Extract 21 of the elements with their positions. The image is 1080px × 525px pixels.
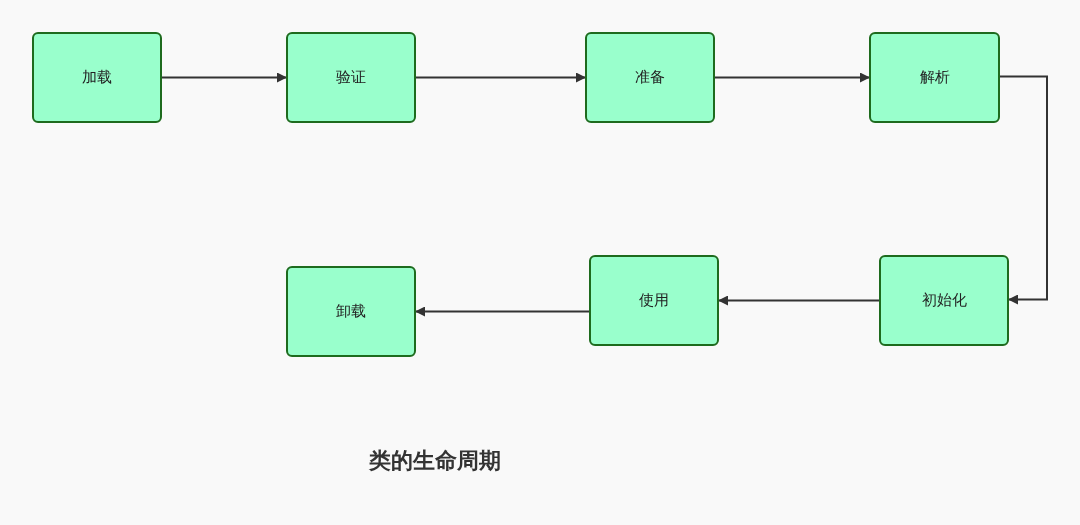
arrow bbox=[999, 75, 1048, 305]
arrow bbox=[415, 72, 586, 83]
process-box bbox=[32, 32, 162, 123]
process-box bbox=[286, 32, 416, 123]
process-box bbox=[585, 32, 715, 123]
process-box bbox=[869, 32, 1000, 123]
process-box bbox=[286, 266, 416, 357]
arrow bbox=[714, 72, 870, 83]
step-label: 解析 bbox=[919, 68, 950, 87]
arrow bbox=[718, 295, 880, 306]
process-box bbox=[589, 255, 719, 346]
step-label: 使用 bbox=[639, 291, 669, 310]
arrow bbox=[161, 72, 287, 83]
step-label: 加载 bbox=[82, 68, 112, 87]
step-label: 卸载 bbox=[336, 302, 366, 321]
step-label: 准备 bbox=[635, 68, 665, 87]
step-label: 验证 bbox=[336, 68, 366, 87]
process-box bbox=[879, 255, 1009, 346]
arrow bbox=[415, 306, 590, 317]
diagram-caption: 类的生命周期 bbox=[368, 447, 502, 475]
step-label: 初始化 bbox=[921, 291, 967, 310]
